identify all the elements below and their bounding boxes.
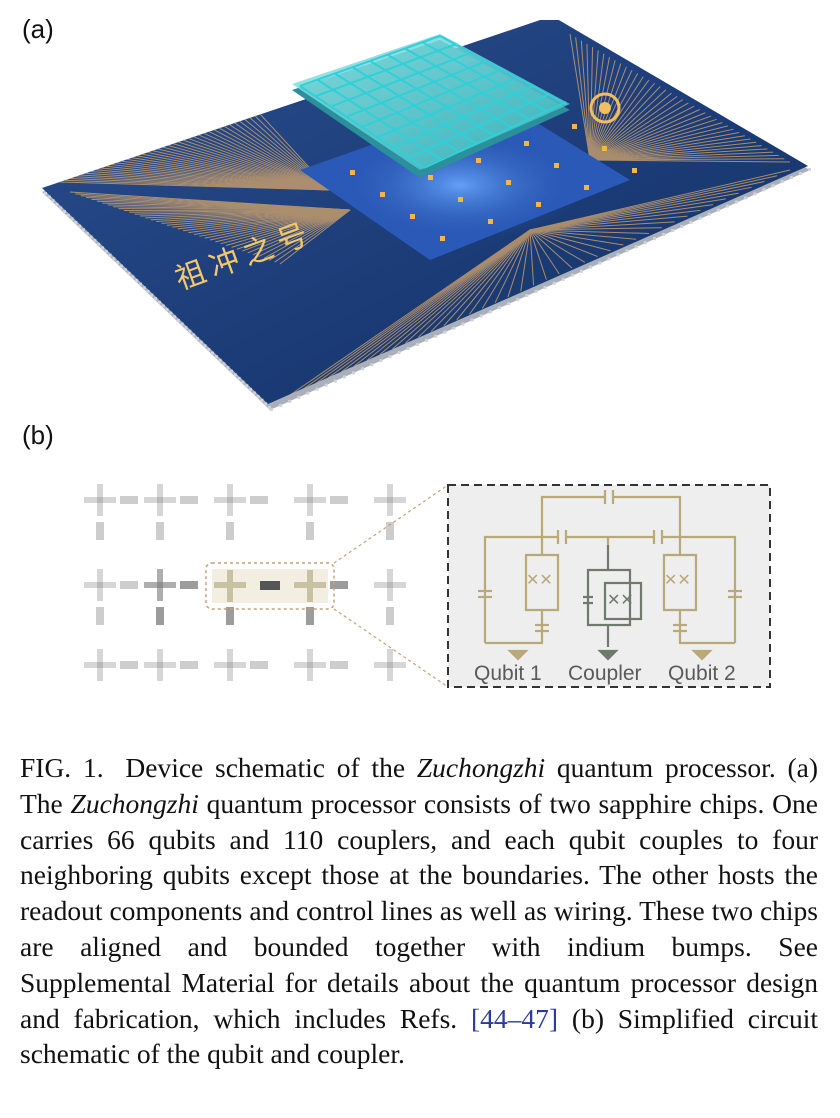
svg-text:✕✕: ✕✕ xyxy=(607,592,634,609)
circuit-schematic-figure: ✕✕ ✕✕ ✕✕ Qubit 1 Coupler Qubit 2 xyxy=(84,484,771,688)
figure-caption: FIG. 1. Device schematic of the Zuchongz… xyxy=(20,750,818,1072)
caption-text-4: (b) Simplified circuit schematic of the … xyxy=(20,1002,818,1070)
panel-label-b: (b) xyxy=(22,420,54,450)
caption-processor-name-1: Zuchongzhi xyxy=(416,752,546,783)
logo-mark xyxy=(589,92,621,124)
caption-refs-link[interactable]: [44–47] xyxy=(471,1002,559,1034)
edge-pins xyxy=(44,168,811,411)
qubit-lattice xyxy=(84,484,406,681)
device-rendering: 祖冲之号 xyxy=(42,20,811,411)
panel-label-a: (a) xyxy=(22,14,54,44)
coupler-label: Coupler xyxy=(568,662,642,685)
svg-text:✕✕: ✕✕ xyxy=(526,572,553,589)
zoom-line-bottom xyxy=(333,608,449,688)
caption-text-1: Device schematic of the xyxy=(125,752,417,783)
qubit-grid xyxy=(299,35,567,169)
qubit2-label: Qubit 2 xyxy=(668,662,736,685)
circuit-diagram: ✕✕ ✕✕ ✕✕ xyxy=(478,490,742,661)
svg-text:✕✕: ✕✕ xyxy=(664,572,691,589)
qubit1-label: Qubit 1 xyxy=(474,662,542,685)
caption-processor-name-2: Zuchongzhi xyxy=(70,787,199,819)
caption-text-3: quantum processor consists of two sapphi… xyxy=(20,787,818,1034)
zoom-line-top xyxy=(333,484,449,564)
caption-text-2: quantum processor. (a) The xyxy=(20,752,818,819)
caption-lead: FIG. 1. xyxy=(20,752,104,783)
